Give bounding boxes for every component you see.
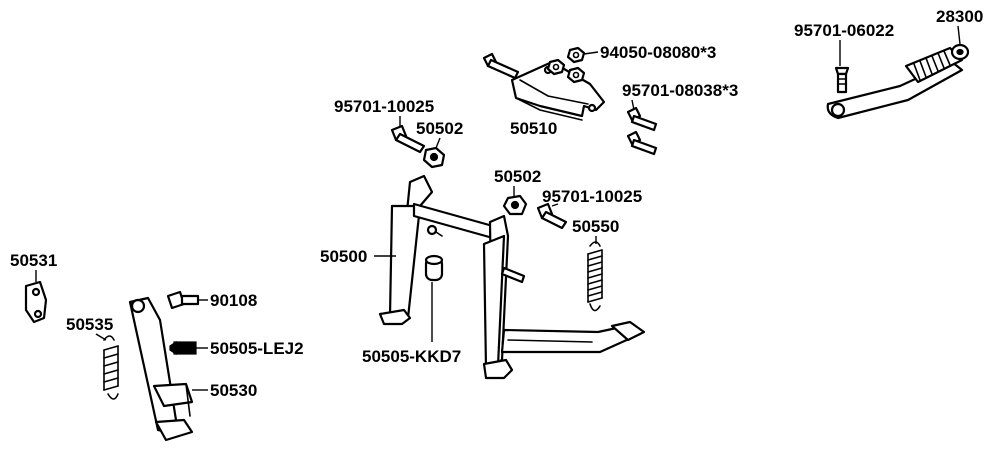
nut-94050-08080 [546, 46, 586, 84]
bracket-bolt-upper [482, 52, 520, 80]
label-50531: 50531 [10, 251, 57, 270]
bolt-95701-08038 [626, 106, 658, 156]
label-50500: 50500 [320, 247, 367, 266]
label-50535: 50535 [66, 315, 113, 334]
label-94050-08080: 94050-08080*3 [600, 43, 716, 62]
collar-50502-upper [422, 146, 446, 169]
label-28300: 28300 [936, 7, 983, 26]
side-stand-50530 [128, 296, 194, 442]
spring-50535 [103, 335, 119, 400]
label-95701-10025-upper: 95701-10025 [334, 97, 434, 116]
collar-50502-lower [502, 194, 528, 216]
label-90108: 90108 [210, 291, 257, 310]
rubber-bumper-50505-kkd7 [424, 254, 444, 282]
bolt-90108 [166, 290, 200, 310]
label-95701-08038: 95701-08038*3 [622, 81, 738, 100]
label-95701-10025-lower: 95701-10025 [542, 187, 642, 206]
label-50510: 50510 [510, 119, 557, 138]
bolt-95701-10025-upper [390, 124, 426, 154]
label-95701-06022: 95701-06022 [794, 21, 894, 40]
label-50502-upper: 50502 [416, 119, 463, 138]
bolt-95701-10025-lower [536, 202, 568, 230]
kick-starter-arm-28300 [826, 43, 970, 120]
label-50502-lower: 50502 [494, 167, 541, 186]
label-50530: 50530 [210, 381, 257, 400]
kick-rubber-grip [913, 50, 951, 81]
label-50550: 50550 [572, 217, 619, 236]
label-50505-lej2: 50505-LEJ2 [210, 339, 304, 358]
spring-50550 [587, 241, 603, 312]
plate-50531 [24, 280, 48, 324]
main-stand-50500 [378, 174, 646, 380]
rubber-50505-lej2 [169, 340, 197, 356]
kick-starter-bolt-95701-06022 [834, 66, 850, 94]
label-50505-kkd7: 50505-KKD7 [362, 347, 461, 366]
